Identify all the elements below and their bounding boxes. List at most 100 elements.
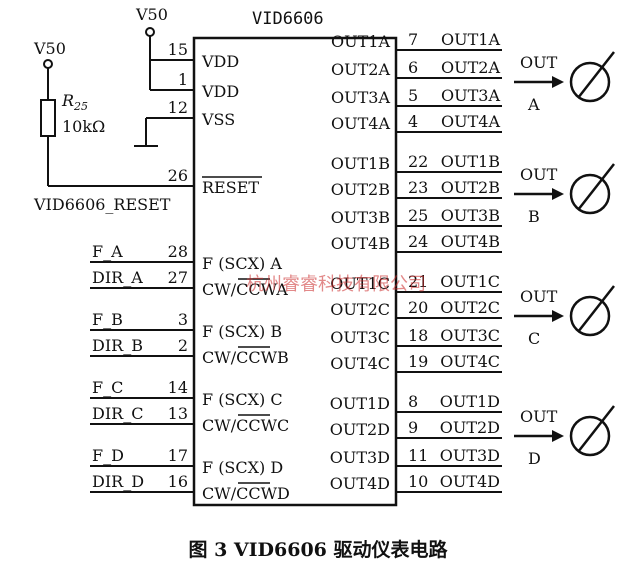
pin-name: F (SCX) A: [202, 254, 282, 273]
out-pin-number: 23: [408, 178, 428, 197]
out-pin-number: 22: [408, 152, 428, 171]
pin-name: F (SCX) C: [202, 390, 283, 409]
signal-label: DIR_D: [92, 472, 144, 491]
pin-name: CW/CCWB: [202, 348, 289, 367]
out-pin-name: OUT4A: [331, 114, 390, 133]
v50-top-terminal: [145, 27, 155, 37]
out-pin-number: 5: [408, 86, 418, 105]
pin-number: 26: [168, 166, 188, 185]
gauge-out-label: OUT: [520, 53, 558, 72]
out-net-label: OUT3D: [440, 446, 500, 465]
gauge-dial-icon: [569, 295, 611, 337]
pin-number: 14: [168, 378, 188, 397]
arrow-head: [552, 310, 564, 322]
pin-number: 2: [178, 336, 188, 355]
out-pin-name: OUT3C: [330, 328, 390, 347]
pin-name: VDD: [201, 52, 239, 71]
out-pin-name: OUT3B: [331, 208, 390, 227]
pin-number: 15: [168, 40, 188, 59]
resistor-r25: [40, 99, 56, 137]
out-pin-name: OUT2D: [330, 420, 390, 439]
out-net-label: OUT2D: [440, 418, 500, 437]
out-pin-name: OUT3D: [330, 448, 390, 467]
gauge-dial-icon: [569, 173, 611, 215]
gauge-out-label: OUT: [520, 287, 558, 306]
pin-number: 12: [168, 98, 188, 117]
out-net-label: OUT3C: [440, 326, 500, 345]
v50-left-label: V50: [33, 39, 66, 58]
out-net-label: OUT1D: [440, 392, 500, 411]
out-pin-name: OUT1C: [330, 274, 390, 293]
signal-label: F_B: [92, 310, 123, 329]
pin-number: 1: [178, 70, 188, 89]
out-net-label: OUT2B: [441, 178, 500, 197]
figure-caption: 图 3 VID6606 驱动仪表电路: [188, 538, 448, 561]
gauge-needle: [577, 405, 615, 453]
signal-label: F_C: [92, 378, 123, 397]
gauge-needle: [577, 285, 615, 333]
pin-name: VSS: [201, 110, 235, 129]
gauge-out-label: OUT: [520, 165, 558, 184]
signal-label: DIR_B: [92, 336, 143, 355]
gauge-needle: [577, 51, 615, 99]
gauge-dial-icon: [569, 415, 611, 457]
out-pin-number: 18: [408, 326, 428, 345]
pin-name: F (SCX) D: [202, 458, 283, 477]
out-net-label: OUT1B: [441, 152, 500, 171]
out-pin-number: 4: [408, 112, 418, 131]
gauge-channel-label: A: [527, 95, 540, 114]
out-pin-name: OUT4B: [331, 234, 390, 253]
v50-left-terminal: [43, 59, 53, 69]
out-pin-name: OUT2C: [330, 300, 390, 319]
pin-number: 17: [168, 446, 188, 465]
pin-name: CW/CCWC: [202, 416, 289, 435]
resistor-value: 10kΩ: [62, 117, 105, 136]
out-pin-name: OUT2A: [331, 60, 390, 79]
signal-label: DIR_A: [92, 268, 143, 287]
gauge-out-label: OUT: [520, 407, 558, 426]
arrow-head: [552, 188, 564, 200]
out-net-label: OUT2C: [440, 298, 500, 317]
out-net-label: OUT4D: [440, 472, 500, 491]
pin-name: CW/CCWD: [202, 484, 290, 503]
out-net-label: OUT4B: [441, 232, 500, 251]
gauge-channel-label: B: [528, 207, 540, 226]
signal-label: F_D: [92, 446, 124, 465]
chip-title: VID6606: [252, 9, 324, 29]
pin-number: 27: [168, 268, 188, 287]
out-pin-number: 19: [408, 352, 428, 371]
chip-body: [192, 36, 398, 507]
out-pin-number: 7: [408, 30, 418, 49]
pin-number: 28: [168, 242, 188, 261]
gauge-channel-label: D: [528, 449, 541, 468]
out-pin-number: 11: [408, 446, 428, 465]
pin-number: 16: [168, 472, 188, 491]
out-net-label: OUT3A: [441, 86, 500, 105]
out-net-label: OUT2A: [441, 58, 500, 77]
pin-number: 3: [178, 310, 188, 329]
resistor-name: R25: [61, 91, 88, 113]
arrow-head: [552, 430, 564, 442]
out-pin-name: OUT3A: [331, 88, 390, 107]
out-pin-name: OUT1B: [331, 154, 390, 173]
signal-label: F_A: [92, 242, 123, 261]
out-pin-name: OUT1A: [331, 32, 390, 51]
out-pin-number: 6: [408, 58, 418, 77]
out-net-label: OUT1C: [440, 272, 500, 291]
out-net-label: OUT4A: [441, 112, 500, 131]
out-pin-name: OUT1D: [330, 394, 390, 413]
out-pin-name: OUT2B: [331, 180, 390, 199]
out-net-label: OUT1A: [441, 30, 500, 49]
out-pin-name: OUT4C: [330, 354, 390, 373]
out-pin-number: 20: [408, 298, 428, 317]
pin-number: 13: [168, 404, 188, 423]
out-pin-number: 10: [408, 472, 428, 491]
out-pin-name: OUT4D: [330, 474, 390, 493]
out-pin-number: 8: [408, 392, 418, 411]
signal-label: DIR_C: [92, 404, 143, 423]
pin-name: F (SCX) B: [202, 322, 282, 341]
out-pin-number: 25: [408, 206, 428, 225]
